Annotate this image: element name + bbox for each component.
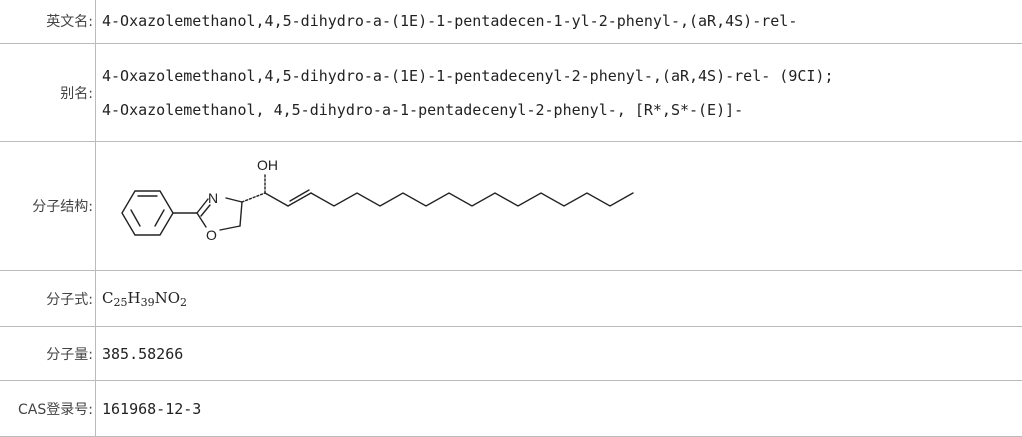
english-name-label: 英文名: <box>0 0 96 44</box>
cas-row: CAS登录号: 161968-12-3 <box>0 381 1022 437</box>
english-name-row: 英文名: 4-Oxazolemethanol,4,5-dihydro-a-(1E… <box>0 0 1022 44</box>
nitrogen-label: N <box>208 190 218 206</box>
formula-h: H <box>127 289 140 307</box>
formula-row: 分子式: C25H39NO2 <box>0 271 1022 327</box>
alias-line-2: 4-Oxazolemethanol, 4,5-dihydro-a-1-penta… <box>102 93 1022 127</box>
formula-n: N <box>155 289 168 307</box>
alias-line-1: 4-Oxazolemethanol,4,5-dihydro-a-(1E)-1-p… <box>102 59 1022 93</box>
oxygen-label: O <box>206 227 217 243</box>
weight-value: 385.58266 <box>96 327 1022 381</box>
benzene-ring <box>122 191 173 235</box>
formula-o: O <box>168 289 180 307</box>
structure-value: OH N O <box>96 142 1022 271</box>
alkyl-chain <box>311 193 633 206</box>
cas-label: CAS登录号: <box>0 381 96 437</box>
alias-row: 别名: 4-Oxazolemethanol,4,5-dihydro-a-(1E)… <box>0 44 1022 142</box>
formula-value: C25H39NO2 <box>96 271 1022 327</box>
weight-row: 分子量: 385.58266 <box>0 327 1022 381</box>
formula-c: C <box>102 289 113 307</box>
formula-h-count: 39 <box>141 296 155 309</box>
molecular-structure-diagram: OH N O <box>102 146 662 266</box>
alias-value: 4-Oxazolemethanol,4,5-dihydro-a-(1E)-1-p… <box>96 44 1022 142</box>
cas-value: 161968-12-3 <box>96 381 1022 437</box>
hydroxyl-label: OH <box>257 157 278 173</box>
weight-label: 分子量: <box>0 327 96 381</box>
alias-label: 别名: <box>0 44 96 142</box>
formula-o-count: 2 <box>180 296 187 309</box>
structure-row: 分子结构: <box>0 142 1022 271</box>
english-name-value: 4-Oxazolemethanol,4,5-dihydro-a-(1E)-1-p… <box>96 0 1022 44</box>
formula-c-count: 25 <box>113 296 127 309</box>
structure-label: 分子结构: <box>0 142 96 271</box>
formula-label: 分子式: <box>0 271 96 327</box>
